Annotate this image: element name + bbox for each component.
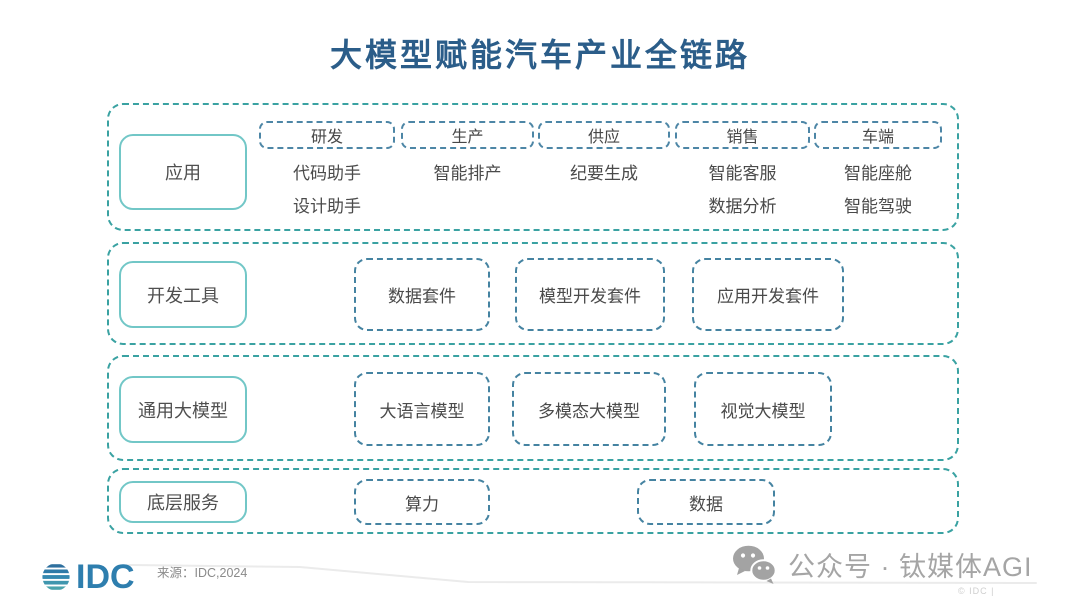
app-item-smart-customer-service: 智能客服 [708, 163, 777, 183]
app-item-smart-cockpit: 智能座舱 [844, 163, 912, 183]
box-data: 数据 [637, 479, 775, 525]
layer-foundation-models: 通用大模型 大语言模型 多模态大模型 视觉大模型 [107, 355, 959, 461]
stage-header-text: 生产 [451, 129, 484, 146]
idc-logo: IDC [40, 560, 135, 594]
layer-label-text: 底层服务 [147, 493, 219, 513]
box-data-suite: 数据套件 [354, 258, 490, 331]
box-llm: 大语言模型 [354, 372, 490, 446]
stage-header-vehicle: 车端 [814, 121, 942, 149]
app-item-smart-driving: 智能驾驶 [844, 196, 912, 216]
wechat-badge: 公众号 · 钛媒体AGI [731, 544, 1033, 584]
stage-header-supply: 供应 [538, 121, 670, 149]
page-title: 大模型赋能汽车产业全链路 [329, 37, 750, 73]
source-note: 来源：IDC,2024 [157, 566, 248, 580]
idc-logo-text: IDC [76, 558, 135, 596]
layer-label-text: 应用 [165, 163, 201, 183]
box-app-dev-suite: 应用开发套件 [692, 258, 844, 331]
stage-header-sales: 销售 [675, 121, 810, 149]
layer-label-foundation-models: 通用大模型 [119, 376, 247, 443]
layer-application: 应用 研发 生产 供应 销售 车端 代码助手 设计助手 智能排产 纪要生成 智能… [107, 103, 959, 231]
layer-label-dev-tools: 开发工具 [119, 261, 247, 328]
footer-swoosh-line [111, 564, 1037, 584]
app-item-data-analysis: 数据分析 [708, 196, 777, 216]
app-item-code-assistant: 代码助手 [293, 163, 361, 183]
layer-label-base-services: 底层服务 [119, 481, 247, 523]
wechat-account-label: 公众号 · 钛媒体AGI [788, 551, 1033, 582]
layer-label-application: 应用 [119, 134, 247, 210]
layer-base-services: 底层服务 算力 数据 [107, 468, 959, 534]
layer-label-text: 开发工具 [147, 285, 219, 306]
app-item-design-assistant: 设计助手 [293, 196, 361, 216]
box-compute: 算力 [354, 479, 490, 525]
layer-label-text: 通用大模型 [138, 400, 228, 421]
box-multimodal-model: 多模态大模型 [512, 372, 666, 446]
stage-header-text: 销售 [726, 129, 759, 146]
box-vision-model: 视觉大模型 [694, 372, 832, 446]
stage-header-text: 车端 [861, 129, 894, 146]
stage-header-rd: 研发 [259, 121, 395, 149]
stage-header-text: 供应 [587, 129, 620, 146]
box-model-dev-suite: 模型开发套件 [515, 258, 665, 331]
app-item-smart-scheduling: 智能排产 [433, 163, 502, 183]
idc-globe-icon [42, 564, 70, 590]
layer-dev-tools: 开发工具 数据套件 模型开发套件 应用开发套件 [107, 242, 959, 345]
copyright-note: © IDC | [958, 586, 995, 596]
app-item-minutes-generation: 纪要生成 [570, 163, 638, 183]
wechat-icon [733, 545, 777, 584]
stage-header-production: 生产 [401, 121, 534, 149]
stage-header-text: 研发 [310, 129, 343, 146]
